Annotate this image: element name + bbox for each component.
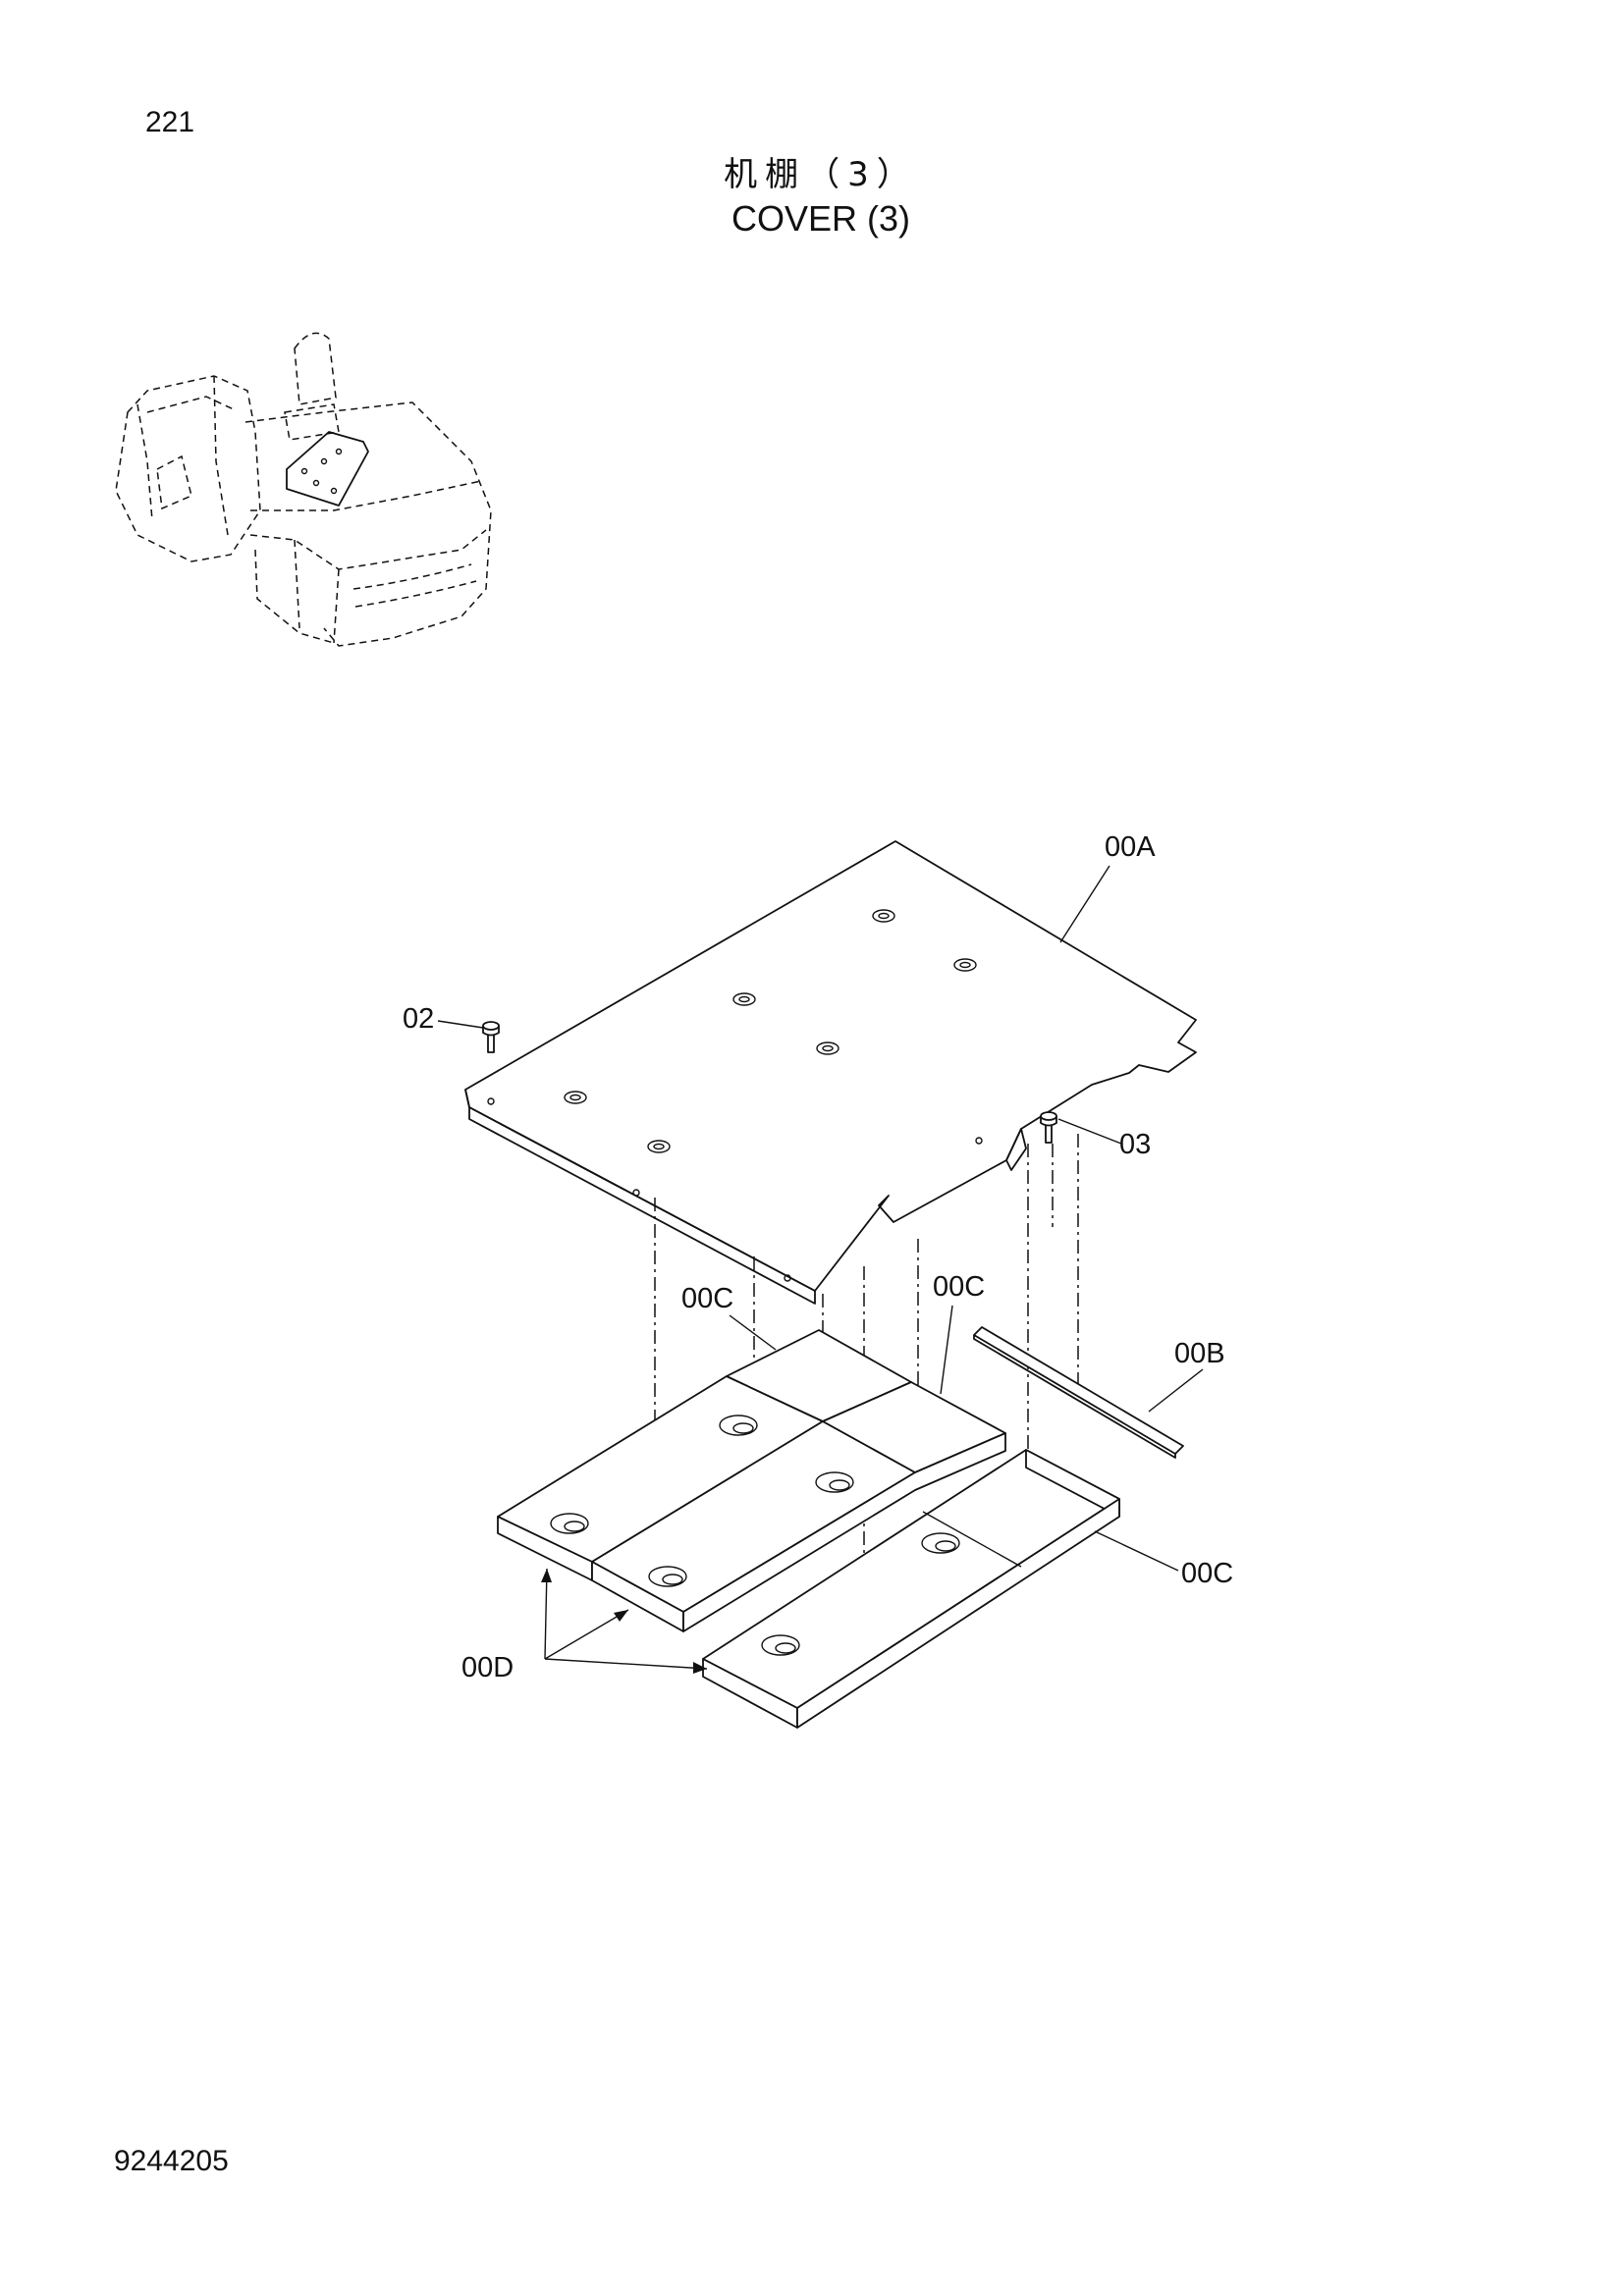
callout-02: 02 (403, 1003, 434, 1035)
title-chinese: 机棚（3） (724, 155, 918, 194)
callout-03: 03 (1119, 1129, 1151, 1160)
locator-thumbnail (115, 332, 492, 647)
cover-bolt-holes (487, 909, 983, 1282)
cover-plate (464, 840, 1197, 1305)
callout-labels: 00A 02 03 00C 00C 00B 00C 00D (403, 831, 1233, 1683)
callout-00c-upper-left: 00C (681, 1283, 733, 1314)
callout-00a: 00A (1105, 831, 1156, 863)
bolt-03 (1040, 1111, 1057, 1144)
callout-00b: 00B (1174, 1338, 1225, 1369)
page-number: 221 (145, 106, 195, 138)
callout-00d: 00D (461, 1652, 514, 1683)
bolt-02 (482, 1021, 500, 1053)
document-code: 9244205 (114, 2145, 229, 2177)
pad-lower (702, 1449, 1120, 1729)
pad-upper-slots (550, 1415, 854, 1587)
callout-00c-upper-right: 00C (933, 1271, 985, 1303)
seal-strip (973, 1326, 1184, 1459)
pad-upper (497, 1329, 1006, 1632)
title-english: COVER (3) (731, 198, 911, 239)
pad-lower-slots (761, 1532, 960, 1656)
leader-lines (437, 865, 1204, 1674)
callout-00c-lower-right: 00C (1181, 1558, 1233, 1589)
